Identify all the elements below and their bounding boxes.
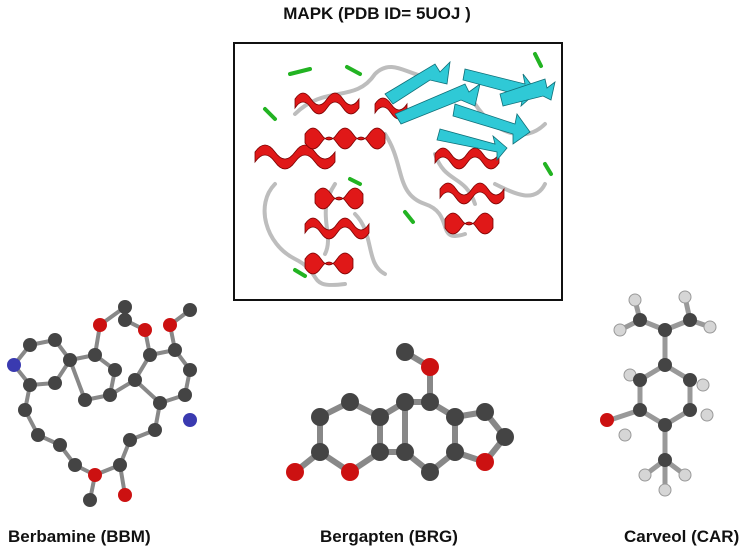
carveol-label: Carveol (CAR) — [624, 527, 740, 546]
berbamine-ball-stick-model — [7, 300, 197, 507]
protein-structure-panel — [233, 42, 563, 301]
figure-title: MAPK (PDB ID= 5UOJ ) — [283, 4, 471, 23]
protein-ribbon-illustration — [254, 52, 556, 287]
berbamine-label: Berbamine (BBM) — [8, 527, 151, 546]
bergapten-ball-stick-model — [286, 343, 514, 481]
carveol-ball-stick-model — [600, 290, 717, 497]
bergapten-label: Bergapten (BRG) — [320, 527, 458, 546]
